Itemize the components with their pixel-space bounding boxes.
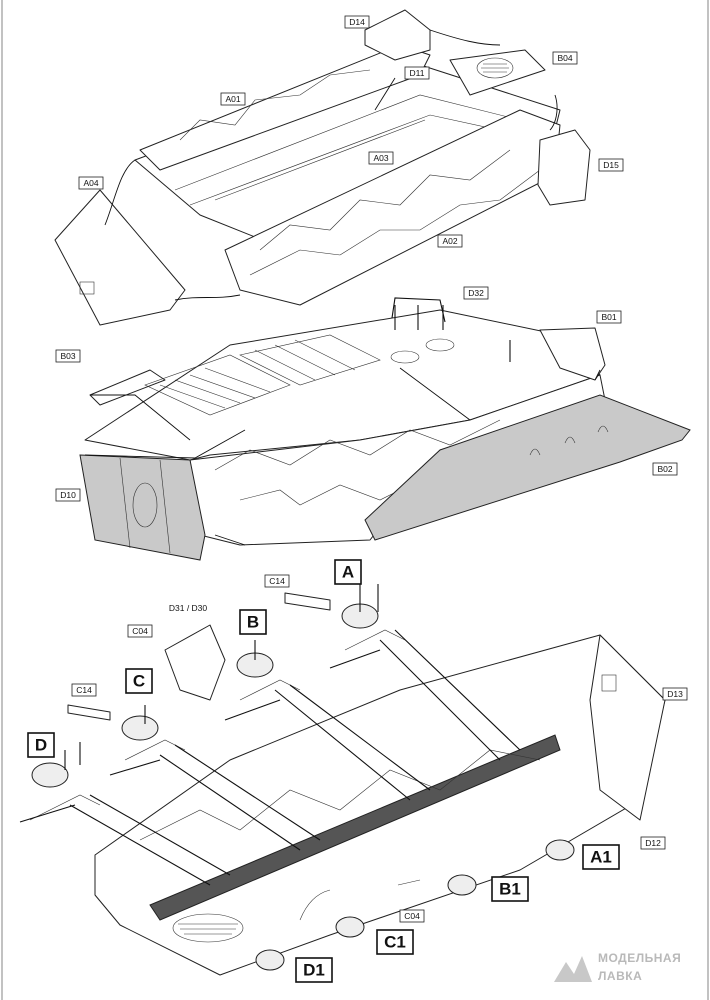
lower-hull-rear-plate <box>589 634 666 821</box>
road-wheel <box>255 949 285 971</box>
road-wheel <box>335 916 365 938</box>
callout-a: A <box>334 559 362 585</box>
svg-text:D11: D11 <box>410 68 425 78</box>
callout-c: C <box>125 668 153 694</box>
svg-text:C14: C14 <box>76 685 92 695</box>
label-b01: B01 <box>596 310 622 324</box>
svg-text:D: D <box>35 736 47 755</box>
svg-text:D13: D13 <box>667 689 683 699</box>
label-b02: B02 <box>652 462 678 476</box>
engine-grille <box>172 913 244 943</box>
label-d15: D15 <box>598 158 624 172</box>
svg-text:D15: D15 <box>603 160 619 170</box>
part-c14-bracket-top <box>284 592 331 611</box>
road-wheel <box>545 839 575 861</box>
label-a02: A02 <box>437 234 463 248</box>
step-1-hull-floor <box>54 9 591 326</box>
watermark-line-2: ЛАВКА <box>598 969 642 983</box>
suspension-a <box>341 580 521 761</box>
svg-text:C04: C04 <box>404 911 420 921</box>
svg-text:D32: D32 <box>468 288 484 298</box>
label-d14: D14 <box>344 15 370 29</box>
svg-text:B01: B01 <box>601 312 616 322</box>
svg-text:C14: C14 <box>269 576 285 586</box>
callout-b: B <box>239 609 267 635</box>
svg-text:B: B <box>247 613 259 632</box>
label-a01: A01 <box>220 92 246 106</box>
label-a04: A04 <box>78 176 104 190</box>
svg-text:A02: A02 <box>442 236 457 246</box>
watermark-line-1: МОДЕЛЬНАЯ <box>598 951 681 965</box>
suspension-b <box>236 640 431 801</box>
svg-text:A01: A01 <box>225 94 240 104</box>
watermark-logo: МОДЕЛЬНАЯ ЛАВКА <box>554 951 681 983</box>
svg-text:C04: C04 <box>132 626 148 636</box>
label-d32: D32 <box>463 286 489 300</box>
label-b03: B03 <box>55 349 81 363</box>
suspension-c <box>121 705 321 851</box>
lower-hull-body <box>94 634 666 976</box>
callout-c1: C1 <box>376 929 414 955</box>
svg-text:B1: B1 <box>499 880 521 899</box>
svg-text:C: C <box>133 672 145 691</box>
step-3-running-gear <box>19 580 666 976</box>
part-c14-bracket-left <box>67 704 111 721</box>
part-b03-front-deck <box>89 369 166 406</box>
suspension-d <box>29 742 231 886</box>
part-b01-rear-panel <box>539 327 606 381</box>
callout-a1: A1 <box>582 844 620 870</box>
label-c04-bottom: C04 <box>399 909 425 923</box>
label-a03: A03 <box>368 151 394 165</box>
label-c14-left: C14 <box>71 683 97 697</box>
svg-text:B04: B04 <box>557 53 572 63</box>
svg-text:B02: B02 <box>657 464 672 474</box>
svg-text:D10: D10 <box>60 490 76 500</box>
svg-text:A04: A04 <box>83 178 98 188</box>
callout-b1: B1 <box>491 876 529 902</box>
svg-text:A: A <box>342 563 354 582</box>
label-d12: D12 <box>640 836 666 850</box>
label-d11: D11 <box>404 66 430 80</box>
part-b02-side-skirt <box>364 394 691 541</box>
label-d13: D13 <box>662 687 688 701</box>
callout-d: D <box>27 732 55 758</box>
part-d31-d30-mudguard <box>164 624 226 701</box>
svg-text:D1: D1 <box>303 961 325 980</box>
svg-text:A03: A03 <box>373 153 388 163</box>
part-d14 <box>364 9 431 61</box>
part-a01-side-wall <box>139 44 431 171</box>
svg-text:D14: D14 <box>349 17 365 27</box>
svg-text:B03: B03 <box>60 351 75 361</box>
engine-deck-grilles <box>144 334 381 416</box>
label-c04-top: C04 <box>127 624 153 638</box>
svg-text:C1: C1 <box>384 933 406 952</box>
label-d31-d30: D31 / D30 <box>160 602 216 614</box>
svg-text:D31 / D30: D31 / D30 <box>169 603 208 613</box>
part-a04-front-plate <box>54 189 186 326</box>
part-b04-grille-plate <box>449 49 546 96</box>
label-d10: D10 <box>55 488 81 502</box>
part-d15-rear-box <box>537 129 591 206</box>
label-c14-top: C14 <box>264 574 290 588</box>
side-rail <box>149 734 561 921</box>
road-wheel <box>447 874 477 896</box>
svg-text:A1: A1 <box>590 848 612 867</box>
watermark-mountain-icon <box>554 956 592 982</box>
svg-text:D12: D12 <box>645 838 661 848</box>
part-d10-front-plate <box>79 454 206 561</box>
callout-d1: D1 <box>295 957 333 983</box>
label-b04: B04 <box>552 51 578 65</box>
step-2-upper-hull <box>79 297 691 561</box>
